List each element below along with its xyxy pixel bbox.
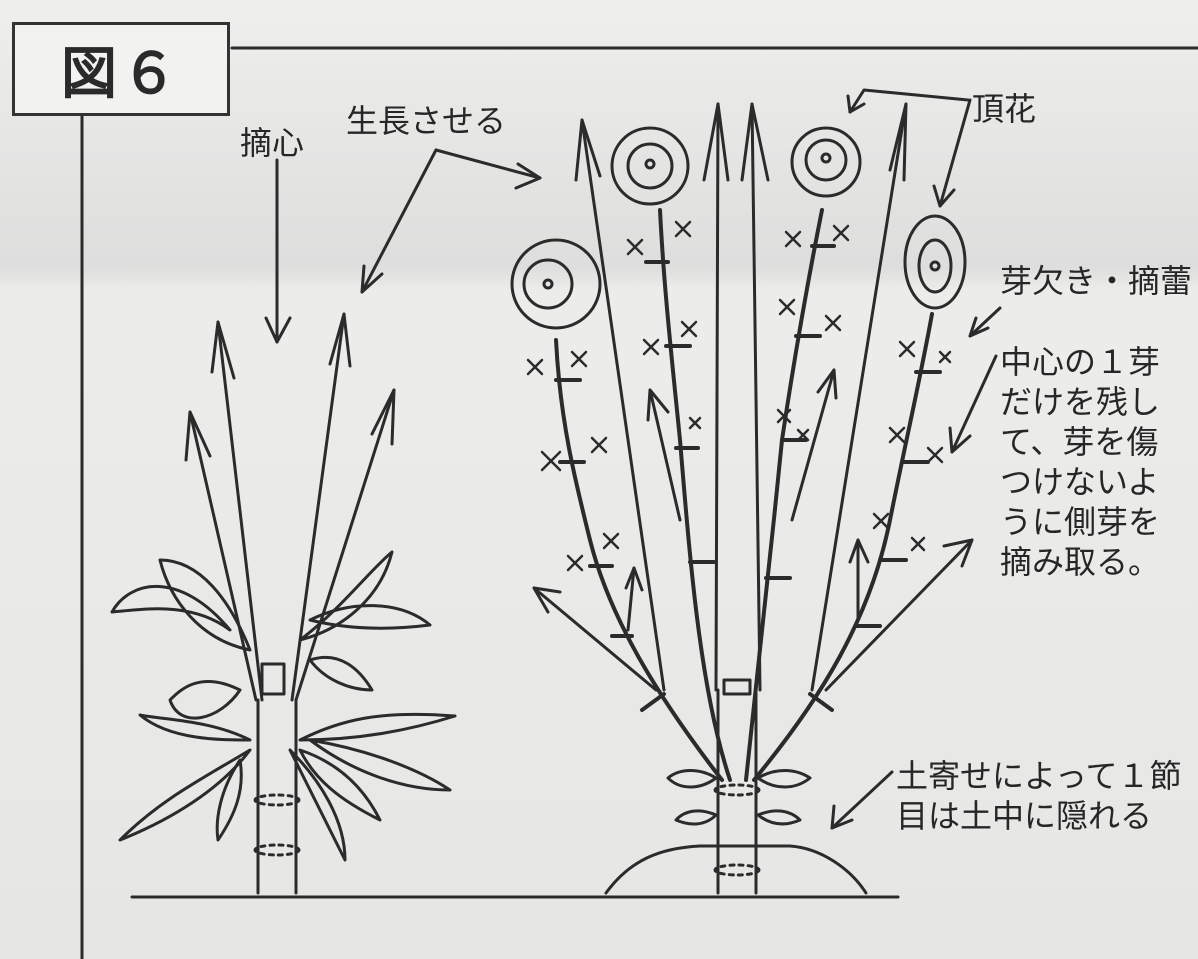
left-plant	[110, 148, 542, 895]
label-grow: 生長させる	[346, 102, 507, 140]
figure-label: 図６	[12, 22, 230, 116]
label-disbud-note: 中心の１芽だけを残して、芽を傷つけないように側芽を摘み取る。	[1000, 343, 1161, 581]
label-pinch: 摘心	[240, 124, 305, 162]
label-hilling-note: 土寄せによって１節目は土中に隠れる	[896, 757, 1182, 835]
label-terminal-flower: 頂花	[972, 90, 1037, 128]
right-plant	[510, 88, 1002, 895]
label-disbud: 芽欠き・摘蕾	[1000, 262, 1193, 300]
